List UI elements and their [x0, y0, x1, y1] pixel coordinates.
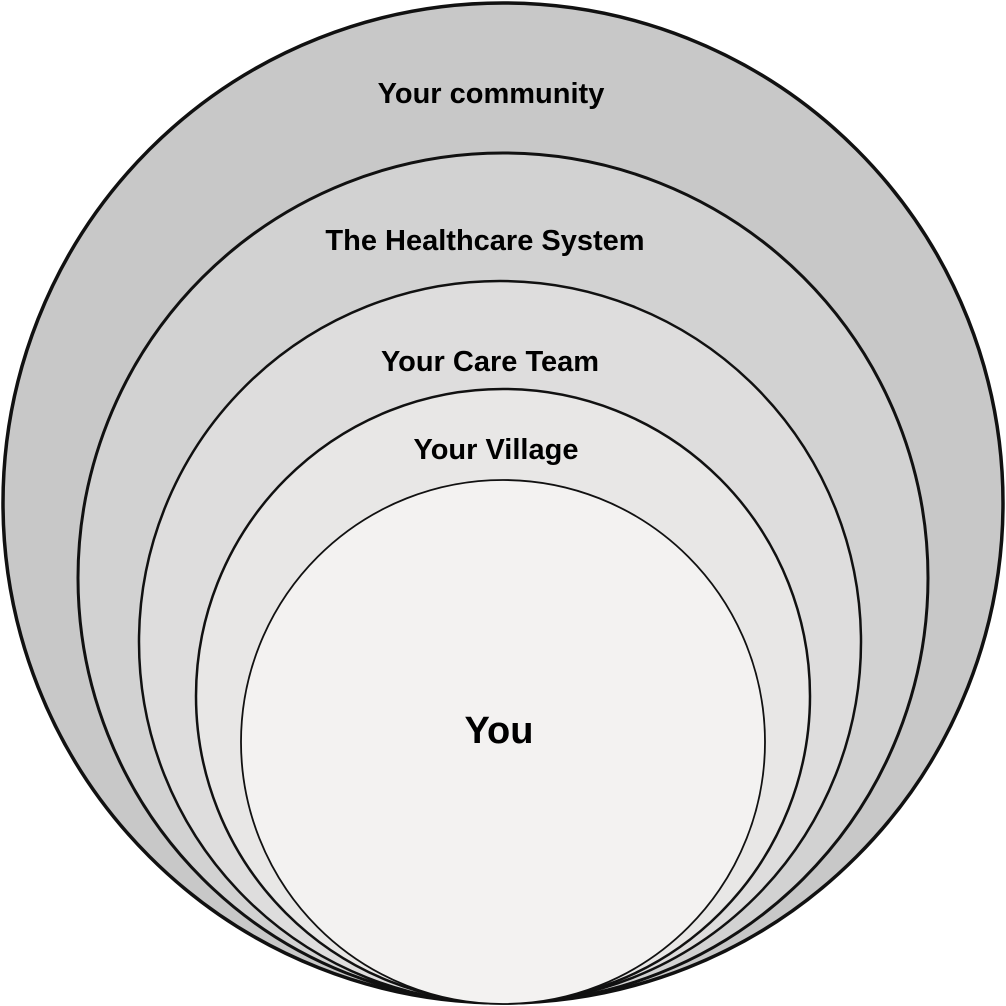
label-care-team: Your Care Team	[381, 346, 599, 378]
label-healthcare-system: The Healthcare System	[325, 225, 644, 257]
label-community: Your community	[378, 78, 605, 110]
ring-you	[240, 479, 766, 1005]
label-you: You	[465, 710, 534, 752]
label-village: Your Village	[414, 434, 579, 466]
